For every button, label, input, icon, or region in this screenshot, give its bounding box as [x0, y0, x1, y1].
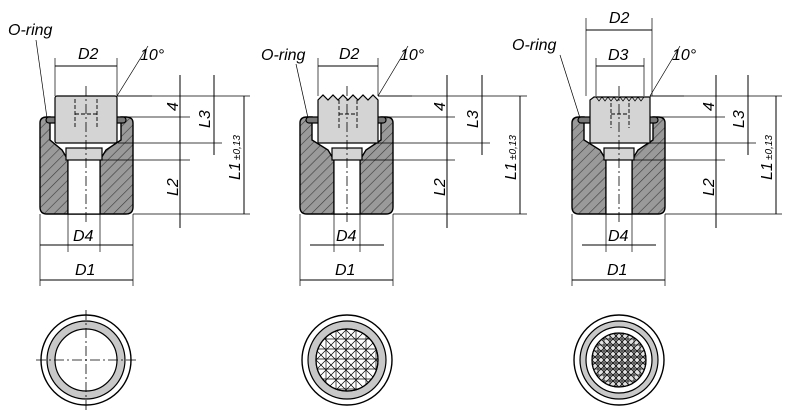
serration-line [600, 333, 646, 387]
label-d4: D4 [608, 228, 629, 245]
label-angle: 10° [672, 47, 697, 64]
label-angle: 10° [400, 47, 425, 64]
serration-line [606, 333, 646, 387]
serration-line [316, 329, 348, 391]
serration-line [334, 329, 378, 391]
label-d1: D1 [75, 262, 95, 279]
serration-outline [591, 332, 647, 388]
label-dim4: 4 [432, 102, 449, 111]
label-l1: L1 [759, 162, 776, 180]
label-d4: D4 [73, 228, 94, 245]
label-dim4: 4 [165, 102, 182, 111]
label-d4: D4 [336, 228, 357, 245]
label-l1-tolerance: ±0,13 [764, 135, 775, 160]
label-d2: D2 [609, 10, 630, 27]
label-angle: 10° [140, 47, 165, 64]
view-serrated: D2 10° O-ring 4 L3 L2 L1 ±0,13 D4 D1 [261, 45, 527, 406]
serration-line [612, 333, 646, 387]
label-l1-tolerance: ±0,13 [232, 135, 243, 160]
serration-line [618, 333, 646, 387]
view-plain: D2 10° O-ring 4 L3 L2 L1 ±0,13 D4 D1 [8, 22, 250, 410]
label-l1: L1 [227, 162, 244, 180]
serration-line [316, 329, 368, 391]
label-l1: L1 [503, 162, 520, 180]
serration-line [316, 329, 358, 391]
label-l2: L2 [432, 178, 449, 196]
serration-line [316, 329, 378, 391]
label-l2: L2 [165, 178, 182, 196]
label-l1-tolerance: ±0,13 [508, 135, 519, 160]
serration-outline [315, 328, 379, 392]
label-l3: L3 [731, 110, 748, 128]
label-o-ring: O-ring [512, 37, 557, 54]
serration-line [344, 329, 378, 391]
label-o-ring: O-ring [261, 47, 306, 64]
serration-line [618, 333, 646, 387]
label-d2: D2 [339, 46, 360, 63]
label-d1: D1 [335, 262, 355, 279]
label-o-ring: O-ring [8, 22, 53, 39]
label-d2: D2 [78, 46, 99, 63]
view-fine-serrated: D2 D3 10° O-ring 4 L3 L2 L1 ±0,13 D4 D1 [512, 10, 782, 406]
label-d3: D3 [608, 47, 629, 64]
label-d1: D1 [607, 262, 627, 279]
label-l3: L3 [197, 110, 214, 128]
label-l2: L2 [701, 178, 718, 196]
label-l3: L3 [465, 110, 482, 128]
label-dim4: 4 [701, 102, 718, 111]
